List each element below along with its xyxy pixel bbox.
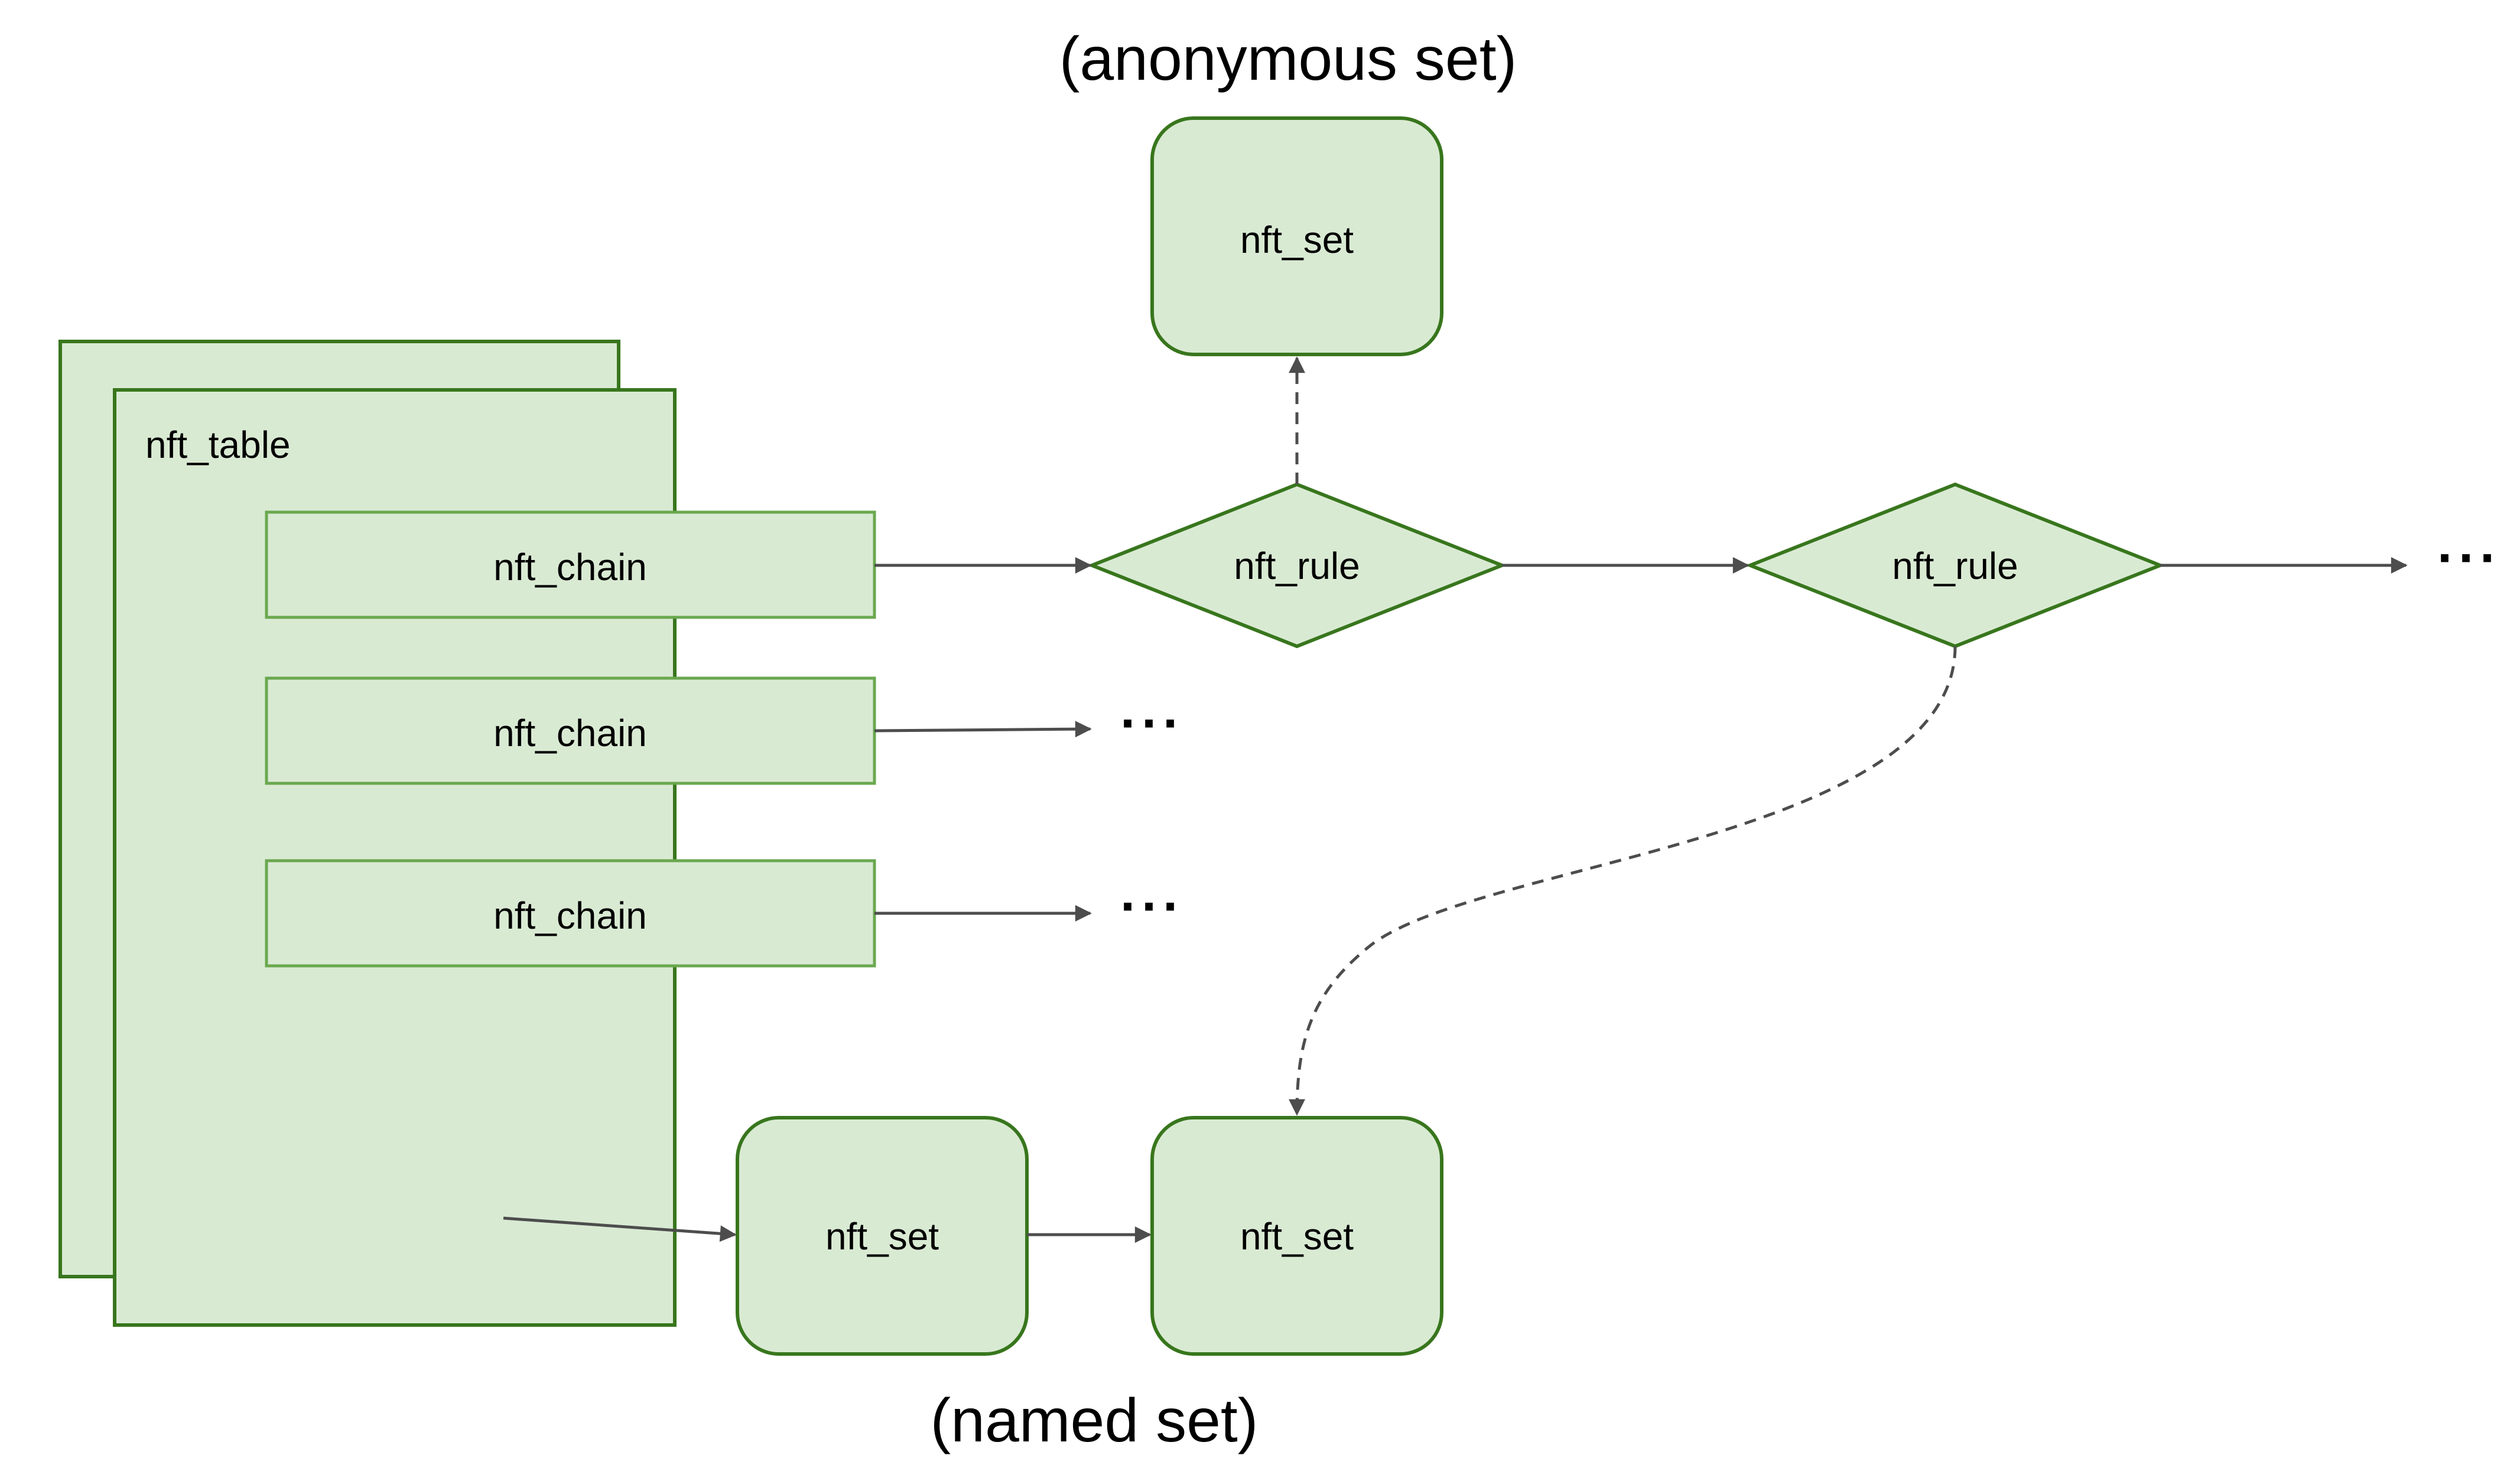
edge-chain2-onward xyxy=(874,721,1092,738)
chain-node-1[interactable]: nft_chain xyxy=(265,510,876,619)
named-set-node-2[interactable]: nft_set xyxy=(1150,1116,1443,1356)
named-set-node-1[interactable]: nft_set xyxy=(736,1116,1029,1356)
named-set-label-1: nft_set xyxy=(825,1215,939,1258)
chain-node-2[interactable]: nft_chain xyxy=(265,676,876,785)
chain-label-2: nft_chain xyxy=(493,712,647,754)
rule-node-2[interactable]: nft_rule xyxy=(1745,482,2165,649)
anonymous-set-label: nft_set xyxy=(1240,219,1354,261)
ellipsis-after-rule2: ··· xyxy=(2437,529,2501,588)
ellipsis-after-chain2: ··· xyxy=(1120,694,1184,753)
named-set-label-2: nft_set xyxy=(1240,1215,1354,1258)
chain-label-1: nft_chain xyxy=(493,546,647,588)
named-set-caption: (named set) xyxy=(931,1386,1259,1455)
ellipsis-after-chain3: ··· xyxy=(1120,877,1184,936)
rule-label-1: nft_rule xyxy=(1234,545,1360,587)
anonymous-set-caption: (anonymous set) xyxy=(1059,25,1517,93)
rule-label-2: nft_rule xyxy=(1892,545,2018,587)
rule-node-1[interactable]: nft_rule xyxy=(1087,482,1507,649)
edge-table-to-named-set xyxy=(503,1216,737,1242)
chain-label-3: nft_chain xyxy=(493,894,647,937)
anonymous-set-node[interactable]: nft_set xyxy=(1150,116,1443,356)
chain-node-3[interactable]: nft_chain xyxy=(265,859,876,968)
table-label: nft_table xyxy=(145,424,291,466)
edge-rule2-to-named-set xyxy=(1289,646,1957,1116)
